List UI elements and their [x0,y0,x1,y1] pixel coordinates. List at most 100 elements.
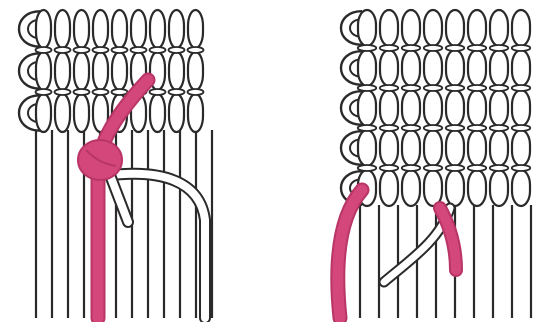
knot [446,50,464,86]
knot [150,10,165,48]
white-working-cord [112,174,205,318]
row-bar [74,47,90,53]
knot [188,10,203,48]
row-bar [490,125,508,131]
knot [380,90,398,126]
row-bar [512,85,530,91]
row-bar [380,85,398,91]
knot [112,52,127,90]
knot [55,94,70,132]
knot [169,94,184,132]
row-bar [380,45,398,51]
knot [169,52,184,90]
row-bar [468,85,486,91]
row-bar [380,125,398,131]
row-bar [36,89,52,95]
row-bar [424,45,442,51]
knot [468,10,486,46]
knot [93,10,108,48]
knot [512,90,530,126]
knot [468,130,486,166]
pink-cord [338,190,362,318]
knot [424,10,442,46]
row-bar [402,125,420,131]
knot [512,50,530,86]
knot [55,10,70,48]
knot [446,170,464,206]
knot [36,94,51,132]
knot [490,50,508,86]
knot [490,130,508,166]
knot [490,10,508,46]
right-illustration [338,10,531,318]
row-bar [358,165,376,171]
row-bar [490,45,508,51]
row-bar [446,165,464,171]
knot [402,170,420,206]
knot [424,130,442,166]
row-bar [446,45,464,51]
row-bar [188,89,204,95]
knot [112,10,127,48]
knot [93,52,108,90]
row-bar [188,47,204,53]
row-bar [36,47,52,53]
row-bar [424,85,442,91]
knot [150,94,165,132]
knot [358,90,376,126]
left-illustration [19,10,212,318]
row-bar [358,85,376,91]
row-bar [402,85,420,91]
knot [512,10,530,46]
row-bar [512,45,530,51]
knot [188,94,203,132]
row-bar [112,89,128,95]
row-bar [402,45,420,51]
row-bar [55,89,71,95]
knot [402,10,420,46]
row-bar [169,47,185,53]
row-bar [468,45,486,51]
knot [402,130,420,166]
row-bar [169,89,185,95]
row-bar [55,47,71,53]
knot [468,50,486,86]
row-bar [468,125,486,131]
knot [74,52,89,90]
knot [424,50,442,86]
knot [380,170,398,206]
knot [380,10,398,46]
knot [468,170,486,206]
knot [490,170,508,206]
row-bar [446,85,464,91]
row-bar [512,125,530,131]
knot [131,10,146,48]
knot [402,90,420,126]
knot [358,50,376,86]
knot [424,170,442,206]
row-bar [402,165,420,171]
knot [36,10,51,48]
knot [358,130,376,166]
row-bar [468,165,486,171]
knot [468,90,486,126]
row-bar [131,47,147,53]
knot [169,10,184,48]
row-bar [424,165,442,171]
knot [380,50,398,86]
knot [380,130,398,166]
knot [55,52,70,90]
row-bar [358,45,376,51]
pink-tail [440,208,456,270]
row-bar [112,47,128,53]
knot [74,94,89,132]
row-bar [93,47,109,53]
knot [512,170,530,206]
knot [446,130,464,166]
knot [446,10,464,46]
knot [490,90,508,126]
knot [512,130,530,166]
row-bar [93,89,109,95]
row-bar [512,165,530,171]
